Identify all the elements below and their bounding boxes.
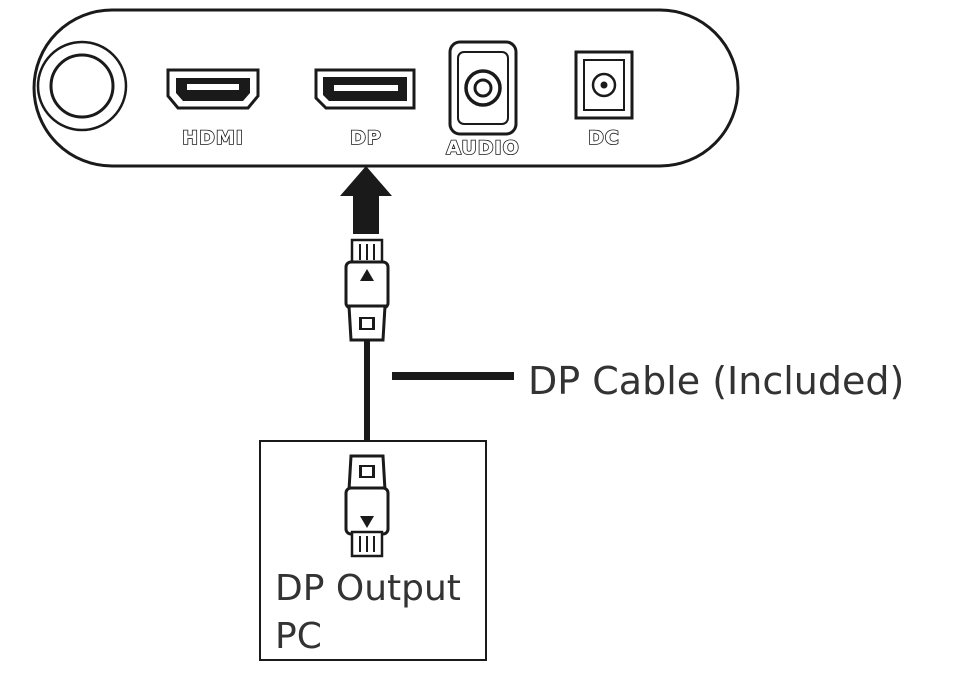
dc-label: DC	[588, 127, 620, 149]
audio-jack-icon	[448, 40, 518, 136]
audio-label: AUDIO	[446, 137, 520, 159]
dp-connector-icon	[344, 454, 390, 558]
source-label-pc: PC	[275, 616, 322, 657]
power-button-icon	[36, 40, 128, 132]
dp-label: DP	[350, 127, 382, 149]
insert-arrow-icon	[340, 166, 392, 234]
dp-cable	[364, 340, 370, 458]
hdmi-port-icon	[166, 68, 260, 110]
source-label-output: DP Output	[275, 568, 461, 609]
cable-callout-line	[392, 372, 514, 380]
dp-connector-icon	[344, 238, 390, 342]
cable-label: DP Cable (Included)	[528, 359, 904, 403]
hdmi-label: HDMI	[182, 127, 244, 149]
displayport-port-icon	[314, 68, 416, 110]
dc-jack-icon	[574, 50, 634, 120]
